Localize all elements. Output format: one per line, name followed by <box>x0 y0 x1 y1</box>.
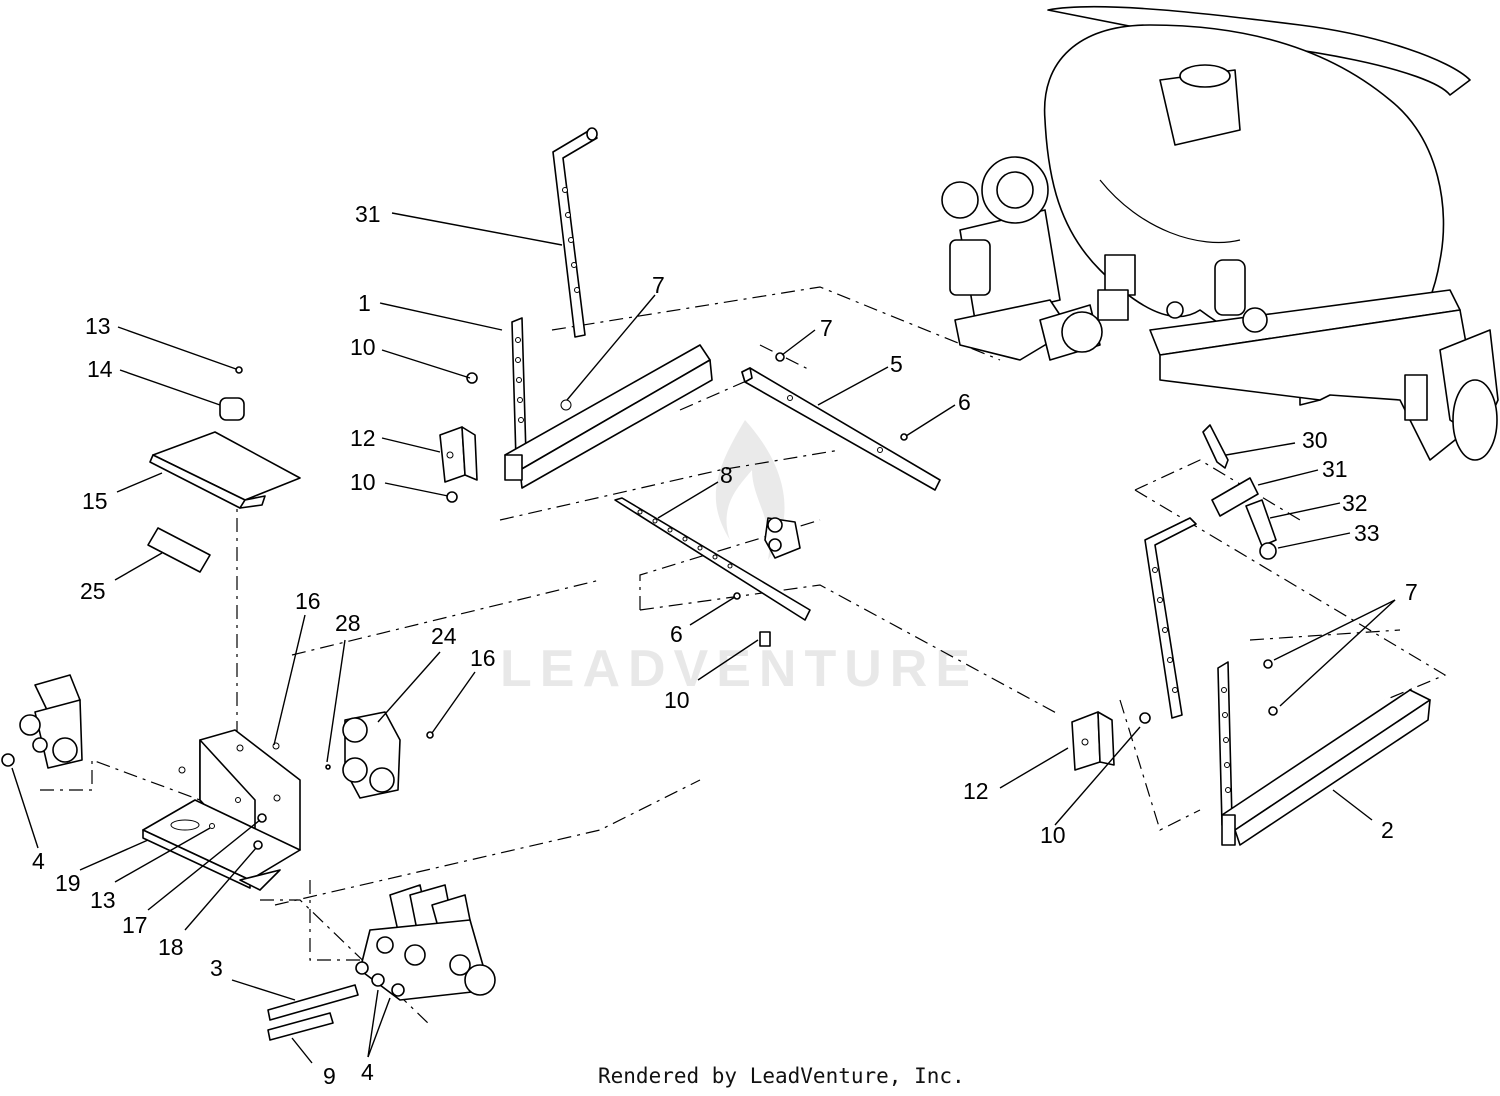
left-valve-assembly <box>1 674 83 769</box>
callout-6: 6 <box>958 389 971 415</box>
callout-2: 2 <box>1381 817 1394 843</box>
spray-tank-assembly <box>941 5 1499 461</box>
callout-28: 28 <box>335 610 361 636</box>
callout-30: 30 <box>1302 427 1328 453</box>
part-19-mounting-plate <box>142 729 301 891</box>
part-2-bracket <box>1217 659 1431 846</box>
watermark-text: LEADVENTURE <box>500 640 978 698</box>
callout-13: 13 <box>90 887 116 913</box>
callout-7: 7 <box>1405 579 1418 605</box>
callout-16: 16 <box>470 645 496 671</box>
callout-labels: 31 1 10 7 7 5 6 12 10 13 14 15 25 8 6 10… <box>32 201 1418 1089</box>
callout-14: 14 <box>87 356 113 382</box>
callout-12: 12 <box>350 425 376 451</box>
callout-4: 4 <box>32 848 45 874</box>
bottom-valve-manifold <box>267 884 496 1041</box>
callout-leaders <box>11 212 1396 1064</box>
callout-10: 10 <box>350 334 376 360</box>
part-8-perforated-bar <box>614 497 811 647</box>
callout-10: 10 <box>350 469 376 495</box>
part-12-clip-right <box>1071 711 1151 771</box>
callout-8: 8 <box>720 462 733 488</box>
part-29-handle <box>552 127 598 338</box>
callout-1: 1 <box>358 290 371 316</box>
callout-4: 4 <box>361 1059 374 1085</box>
callout-10: 10 <box>1040 822 1066 848</box>
callout-6: 6 <box>670 621 683 647</box>
footer-credit: Rendered by LeadVenture, Inc. <box>598 1064 965 1088</box>
callout-19: 19 <box>55 870 81 896</box>
callout-29: 31 <box>355 201 381 227</box>
callout-17: 17 <box>122 912 148 938</box>
callout-5: 5 <box>890 351 903 377</box>
callout-10: 10 <box>664 687 690 713</box>
callout-18: 18 <box>158 934 184 960</box>
callout-31: 31 <box>1322 456 1348 482</box>
callout-15: 15 <box>82 488 108 514</box>
callout-7: 7 <box>820 315 833 341</box>
callout-9: 9 <box>323 1063 336 1089</box>
assembly-dash-lines <box>40 286 1447 1026</box>
callout-24: 24 <box>431 623 457 649</box>
part-1-bracket <box>504 317 713 489</box>
part-5-bar <box>741 352 941 491</box>
callout-12: 12 <box>963 778 989 804</box>
callout-25: 25 <box>80 578 106 604</box>
right-handle-assembly <box>1144 424 1277 719</box>
callout-7: 7 <box>652 272 665 298</box>
part-24-valve <box>325 711 434 799</box>
callout-13: 13 <box>85 313 111 339</box>
callout-32: 32 <box>1342 490 1368 516</box>
callout-33: 33 <box>1354 520 1380 546</box>
callout-3: 3 <box>210 955 223 981</box>
part-12-clip-left <box>439 372 478 503</box>
callout-16: 16 <box>295 588 321 614</box>
part-15-cover <box>147 366 301 573</box>
